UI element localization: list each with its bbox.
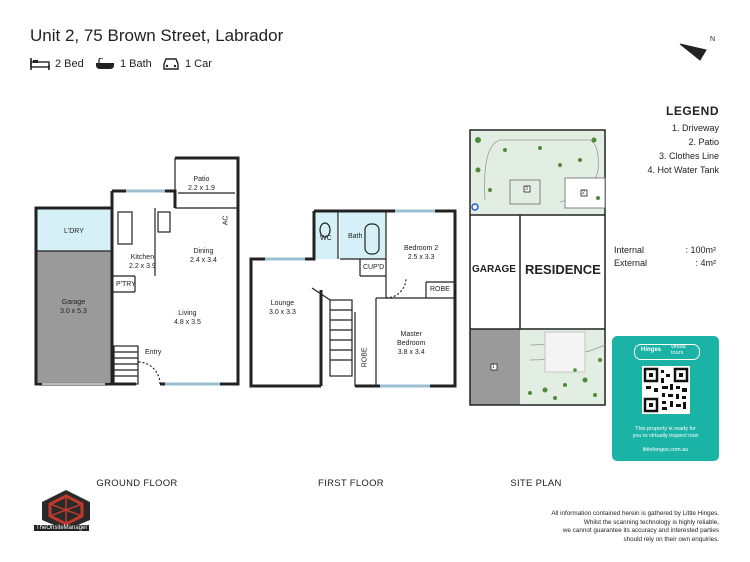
first-floor-label: FIRST FLOOR xyxy=(318,478,384,489)
ac-label: AC xyxy=(222,215,230,226)
legend-item: 1. Driveway xyxy=(671,123,719,133)
external-area-label: External xyxy=(614,258,648,268)
room-pantry: P'TRY xyxy=(116,281,136,288)
external-area-value: : 4m² xyxy=(695,258,716,268)
qr-caption-line-2: you to virtually inspect now xyxy=(632,433,699,439)
qr-code[interactable] xyxy=(642,366,690,414)
car-count: 1 Car xyxy=(185,58,212,70)
brand-tours: tours xyxy=(671,350,684,356)
legend-item: 4. Hot Water Tank xyxy=(647,165,719,175)
internal-area-label: Internal xyxy=(614,245,645,255)
site-marker-3: 3 xyxy=(525,186,528,192)
virtual-tour-card[interactable]: Hinges virtual tours This property is re… xyxy=(612,336,719,461)
brand-name: Hinges xyxy=(641,347,662,353)
room-entry: Entry xyxy=(145,349,162,356)
room-laundry: L'DRY xyxy=(64,228,84,235)
site-marker-dot xyxy=(471,203,479,211)
bath-stat: 1 Bath xyxy=(95,58,152,70)
car-stat: 1 Car xyxy=(162,58,212,70)
qr-code-icon xyxy=(643,367,689,413)
site-marker-1: 1 xyxy=(492,364,495,370)
property-address: Unit 2, 75 Brown Street, Labrador xyxy=(30,26,284,45)
first-floor-partitions xyxy=(265,209,455,388)
bed-count: 2 Bed xyxy=(55,58,84,70)
qr-caption-line-1: This property is ready for xyxy=(635,426,696,432)
site-marker-2: 2 xyxy=(582,190,585,196)
bath-icon xyxy=(96,58,114,69)
north-arrow: N xyxy=(678,36,722,73)
car-icon xyxy=(163,58,179,70)
room-bath: Bath xyxy=(348,233,363,240)
bed-stat: 2 Bed xyxy=(30,58,84,70)
ground-floor-label: GROUND FLOOR xyxy=(96,478,178,489)
room-cupboard: CUP'D xyxy=(363,264,385,271)
bath-count: 1 Bath xyxy=(120,58,152,70)
disclaimer: All information contained herein is gath… xyxy=(551,510,719,543)
bed-icon xyxy=(30,58,50,70)
company-logo xyxy=(38,488,94,537)
garage-fill xyxy=(36,251,112,382)
legend-title: LEGEND xyxy=(665,104,719,118)
logo-text: TheOnsiteManager xyxy=(34,525,90,531)
site-residence-label: RESIDENCE xyxy=(525,262,601,277)
legend-item: 3. Clothes Line xyxy=(658,151,719,161)
north-arrow-icon xyxy=(679,43,707,61)
room-robe-1: ROBE xyxy=(430,286,450,293)
site-markers xyxy=(490,185,588,371)
wc-fill xyxy=(314,211,338,259)
area-summary: Internal : 100m² External : 4m² xyxy=(614,245,716,268)
qr-url[interactable]: littlehinges.com.au xyxy=(642,447,689,453)
north-label: N xyxy=(710,36,716,43)
site-plan-label: SITE PLAN xyxy=(510,478,562,489)
room-robe-2: ROBE xyxy=(361,347,369,368)
virtual-tours-badge: Hinges virtual tours xyxy=(634,344,700,360)
laundry-fill xyxy=(36,208,112,251)
room-wc: WC xyxy=(320,235,332,242)
site-garage-label: GARAGE xyxy=(472,264,516,275)
ground-floor-partitions xyxy=(36,158,238,386)
brand-virtual: virtual xyxy=(671,344,686,350)
site-trees xyxy=(475,137,602,400)
internal-area-value: : 100m² xyxy=(685,245,716,255)
cube-logo-icon xyxy=(42,490,90,530)
site-plan-outline xyxy=(469,129,606,406)
legend-item: 2. Patio xyxy=(688,137,719,147)
